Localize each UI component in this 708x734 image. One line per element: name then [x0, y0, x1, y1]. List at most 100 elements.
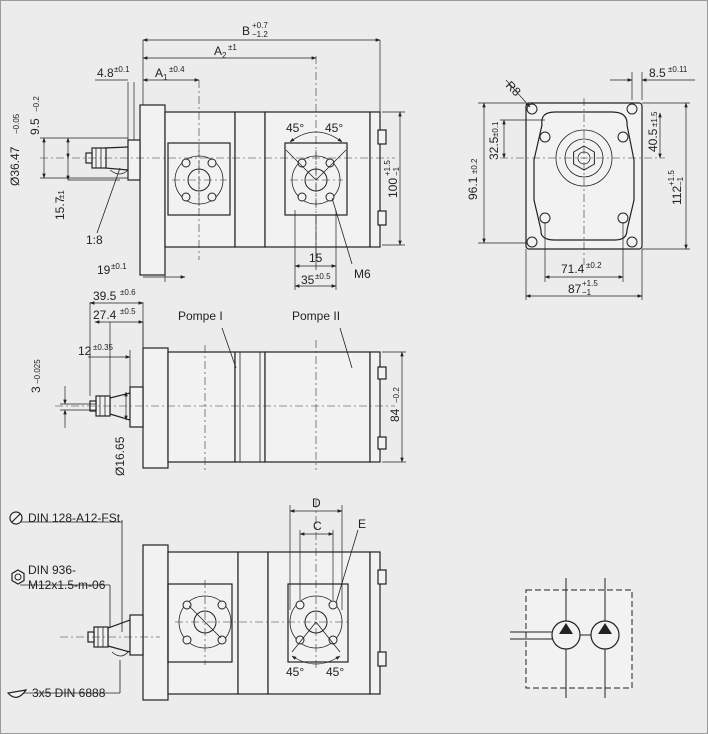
dimension-labels-view1: B +0.7 −1.2 A 2 ±1 A 1 ±0.4 4.8 ±0.1 Ø36…: [8, 21, 401, 287]
mount-flange: [139, 104, 166, 276]
svg-text:2: 2: [222, 51, 227, 60]
dim-15: 15: [309, 251, 323, 265]
dim-8-5: 8.5: [649, 66, 666, 80]
dimension-labels-view3: 39.5 ±0.6 27.4 ±0.5 12 ±0.35 3 −0.025 Ø1…: [29, 288, 402, 476]
dim-84: 84: [388, 408, 402, 422]
shaft-key-3: [111, 651, 129, 657]
taper-ratio: 1:8: [86, 233, 103, 247]
angle-45-c: 45°: [286, 665, 304, 679]
dim-3: 3: [29, 386, 43, 393]
dim-diam-36-47: Ø36.47: [8, 146, 22, 186]
dimension-labels-view2: 8.5 ±0.11 R8 96.1 ±0.2 32.5 ±0.1 40.5 ±1…: [466, 65, 688, 297]
part-label-2b: M12x1.5-m-06: [28, 578, 106, 592]
dim-d: D: [312, 496, 321, 510]
pump-outline: [533, 111, 635, 241]
svg-text:+1.5: +1.5: [667, 170, 676, 186]
svg-text:−1: −1: [676, 176, 685, 186]
svg-text:±0.1: ±0.1: [114, 65, 130, 74]
dimensions-view3: [60, 301, 406, 463]
mount-flange-2: [142, 347, 169, 469]
dim-32-5: 32.5: [487, 136, 501, 160]
svg-text:±1: ±1: [57, 190, 66, 199]
part-label-2a: DIN 936-: [28, 563, 76, 577]
shaft-key: [109, 169, 129, 175]
cover-bolt-2a: [377, 366, 387, 380]
pump2-body-2: [264, 351, 371, 463]
dim-15-7: 15.7: [53, 196, 67, 220]
label-pump2: Pompe II: [292, 309, 340, 323]
angle-45-a: 45°: [286, 121, 304, 135]
svg-text:±0.2: ±0.2: [586, 261, 602, 270]
svg-text:±0.5: ±0.5: [315, 272, 331, 281]
svg-text:±0.1: ±0.1: [491, 121, 500, 137]
cover-bolt-2b: [377, 436, 387, 450]
svg-text:−0.025: −0.025: [33, 359, 42, 384]
dim-diam-16-65: Ø16.65: [113, 436, 127, 476]
view-front: [500, 98, 665, 265]
svg-text:±0.4: ±0.4: [169, 65, 185, 74]
svg-text:−1: −1: [392, 166, 401, 176]
end-cover-3: [369, 551, 381, 695]
parts-list: DIN 128-A12-FSt DIN 936- M12x1.5-m-06 3x…: [6, 511, 121, 700]
svg-text:+1.5: +1.5: [582, 279, 598, 288]
svg-text:±0.2: ±0.2: [470, 158, 479, 174]
middle-body-2: [234, 351, 266, 463]
svg-text:±1.5: ±1.5: [650, 111, 659, 127]
dim-40-5: 40.5: [646, 128, 660, 152]
woodruff-key-icon: [6, 689, 28, 698]
dim-100: 100: [386, 178, 400, 198]
dimension-labels-view4: D C E 45° 45°: [286, 496, 366, 679]
dim-87: 87: [568, 282, 582, 296]
dim-19: 19: [97, 263, 111, 277]
label-pump1: Pompe I: [178, 309, 223, 323]
view-side-bottom: [60, 500, 387, 701]
pump1-body-2: [167, 351, 236, 463]
cover-bolt-3a: [377, 569, 387, 585]
svg-text:±0.6: ±0.6: [120, 288, 136, 297]
angle-45-b: 45°: [325, 121, 343, 135]
dim-a1: A: [155, 66, 163, 80]
end-cover: [369, 111, 381, 248]
cover-bolt-3b: [377, 651, 387, 667]
dim-71-4: 71.4: [561, 262, 585, 276]
hex-nut-icon: [11, 569, 25, 585]
svg-text:−1.2: −1.2: [252, 30, 268, 39]
dim-a2: A: [214, 44, 222, 58]
svg-text:±0.35: ±0.35: [93, 343, 114, 352]
thread-m6: M6: [354, 267, 371, 281]
dim-39-5: 39.5: [93, 289, 117, 303]
dim-b: B: [242, 24, 250, 38]
dimensions-view1: [40, 38, 405, 290]
svg-text:−0.05: −0.05: [12, 113, 21, 134]
shaft-spigot-2: [129, 386, 144, 428]
dim-e: E: [358, 517, 366, 531]
shaft-spigot-3: [129, 614, 144, 656]
dim-96-1: 96.1: [466, 176, 480, 200]
svg-text:±0.11: ±0.11: [668, 65, 688, 74]
dim-12: 12: [78, 344, 92, 358]
svg-text:+0.7: +0.7: [252, 21, 268, 30]
middle-body: [234, 111, 266, 248]
view-side-top: [40, 56, 395, 276]
dim-4-8: 4.8: [97, 66, 114, 80]
dim-35: 35: [301, 273, 315, 287]
middle-body-3: [237, 551, 269, 695]
dim-27-4: 27.4: [93, 308, 117, 322]
svg-text:−1: −1: [582, 288, 592, 297]
dim-9-5: 9.5: [28, 118, 42, 135]
angle-45-d: 45°: [326, 665, 344, 679]
svg-text:±1: ±1: [228, 43, 237, 52]
svg-text:±0.5: ±0.5: [120, 307, 136, 316]
shaft-spigot: [127, 139, 141, 181]
part-label-1: DIN 128-A12-FSt: [28, 511, 121, 525]
spring-washer-icon: [9, 511, 23, 525]
dimensions-view4: [20, 505, 359, 694]
cover-bolt-bottom: [377, 210, 387, 226]
svg-text:+1.5: +1.5: [383, 160, 392, 176]
cover-bolt-top: [377, 129, 387, 145]
dimensions-view2: [478, 72, 695, 300]
svg-text:±0.1: ±0.1: [111, 262, 127, 271]
pump-symbol-icon: [510, 578, 633, 698]
svg-text:−0.2: −0.2: [32, 96, 41, 112]
svg-text:−0.2: −0.2: [392, 387, 401, 403]
